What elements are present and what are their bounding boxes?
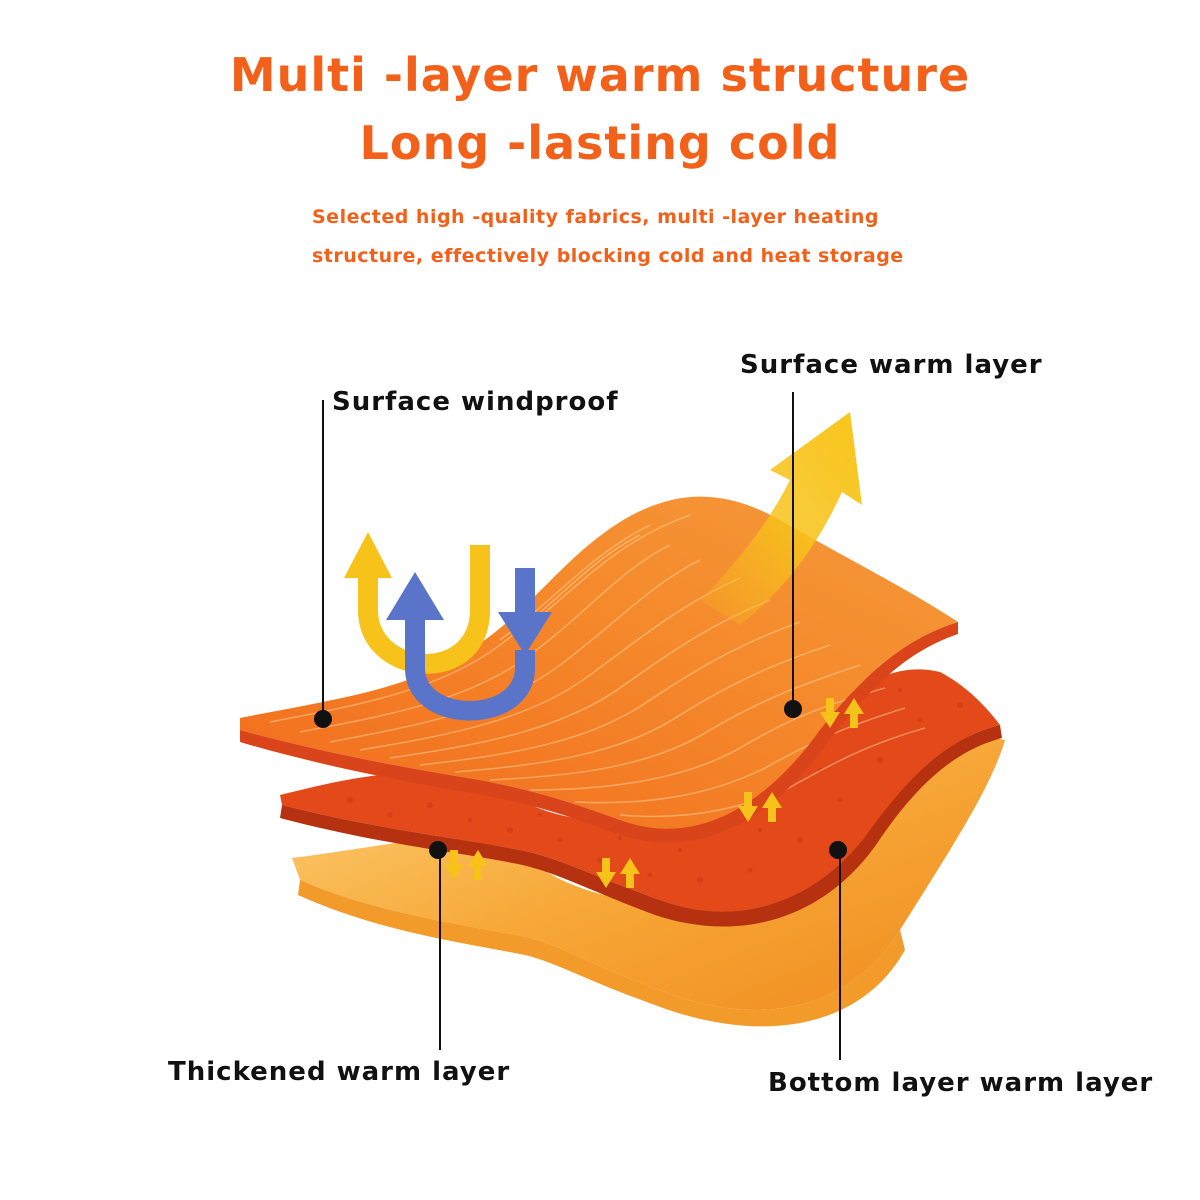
title-line-2: Long -lasting cold [359, 116, 841, 170]
heat-flow-arrow-icon [700, 412, 862, 625]
bottom-layer [292, 736, 1005, 1027]
leader-lines [322, 392, 841, 1060]
label-surface-warm-layer: Surface warm layer [740, 350, 1043, 380]
marker-dot-bottom [829, 841, 847, 859]
wind-deflect-arrow-icon [344, 532, 552, 721]
marker-dot-surface-warm [784, 700, 802, 718]
marker-dot-thickened [429, 841, 447, 859]
airflow-updown-arrow-icon [444, 698, 864, 888]
label-thickened-warm-layer: Thickened warm layer [168, 1057, 511, 1087]
marker-dot-windproof [314, 710, 332, 728]
subtitle-line-1: Selected high -quality fabrics, multi -l… [312, 206, 880, 228]
label-surface-windproof: Surface windproof [332, 387, 619, 417]
subtitle-line-2: structure, effectively blocking cold and… [312, 245, 904, 267]
label-bottom-layer-warm-layer: Bottom layer warm layer [768, 1068, 1154, 1098]
title-line-1: Multi -layer warm structure [229, 48, 971, 102]
